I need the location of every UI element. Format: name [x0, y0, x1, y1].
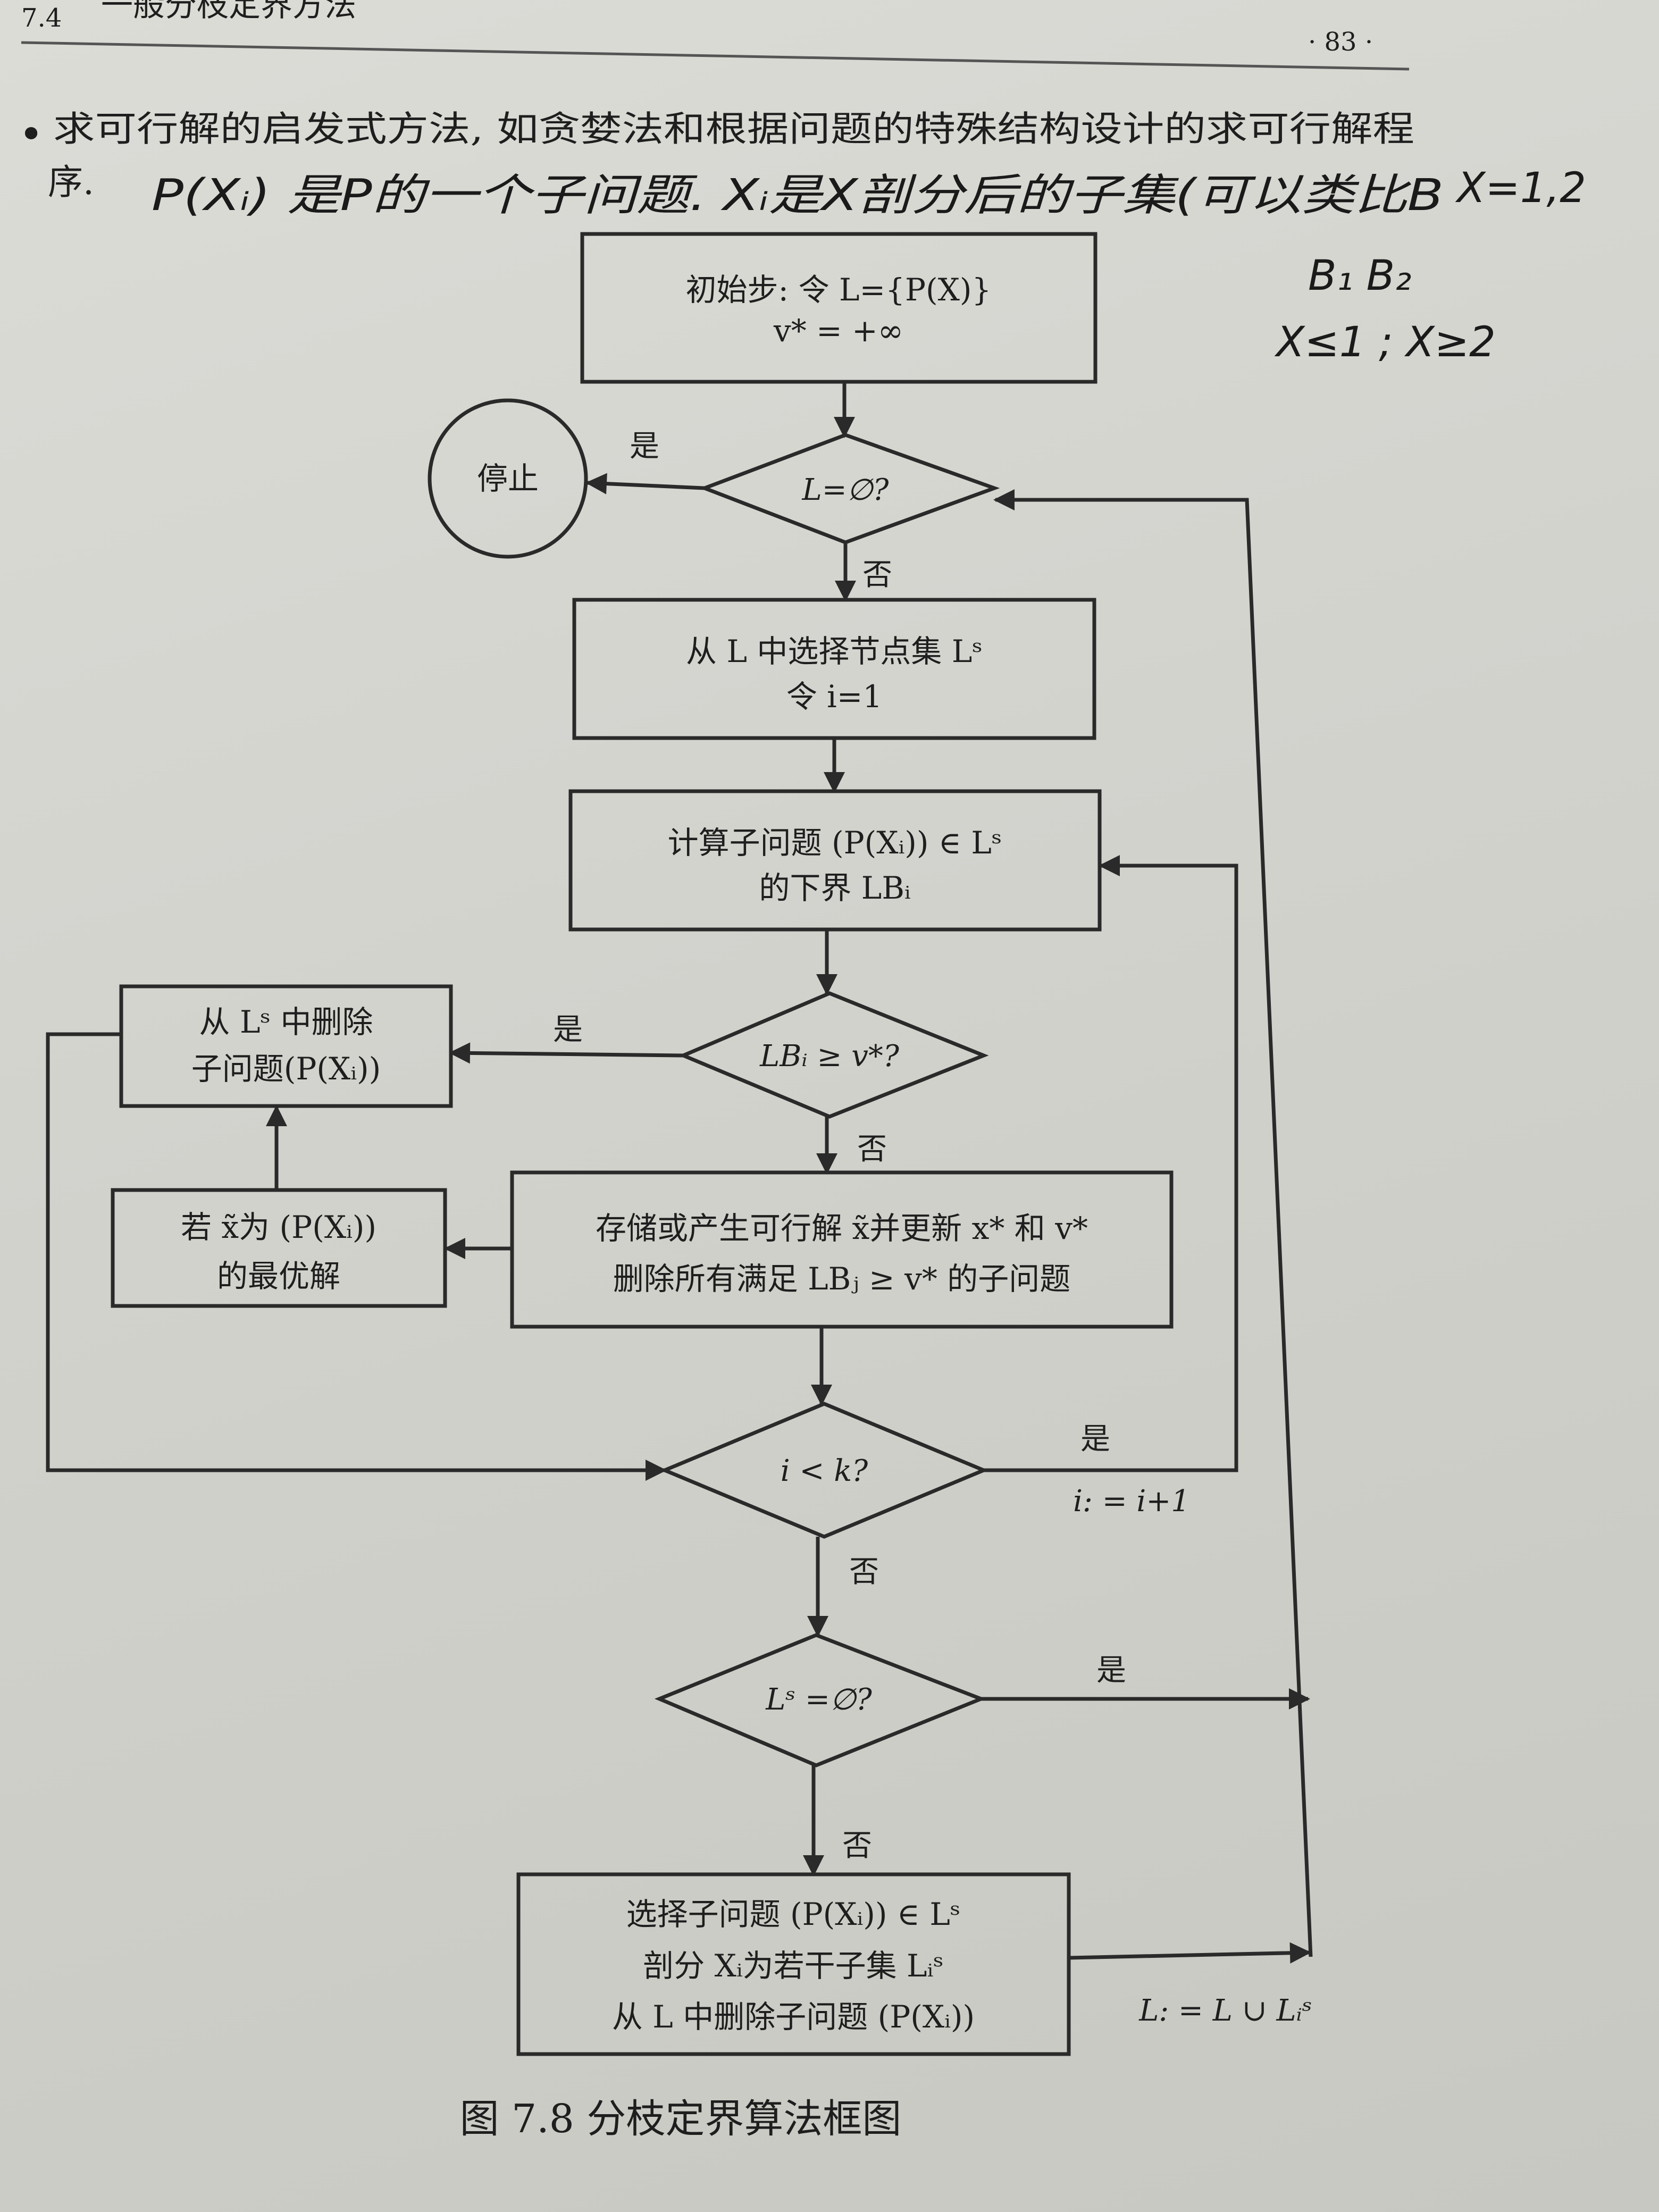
handwritten-note-1: P(Xᵢ) 是P的一个子问题. Xᵢ是X剖分后的子集(可以类比B: [152, 170, 1444, 221]
decision-ls-empty-label: Lˢ =∅?: [765, 1682, 873, 1717]
delete-line-2: 子问题(P(Xᵢ)): [191, 1051, 381, 1087]
page-number: · 83 ·: [1308, 27, 1373, 57]
decision-lb-ge-v: [678, 991, 989, 1119]
arrow-branch-to-loop: [1068, 1942, 1311, 1964]
section-title: 一般分枝定界方法: [101, 0, 356, 24]
arrow-dec3-yes-loop: [984, 855, 1238, 1472]
store-line-2: 删除所有满足 LBⱼ ≥ v* 的子问题: [613, 1261, 1071, 1297]
decision-l-empty-label: L=∅?: [802, 473, 890, 507]
delete-line-1: 从 Lˢ 中删除: [199, 1004, 373, 1040]
intro-line-1: 求可行解的启发式方法, 如贪婪法和根据问题的特殊结构设计的求可行解程: [53, 108, 1414, 149]
store-line-1: 存储或产生可行解 x̃并更新 x* 和 v*: [596, 1210, 1088, 1246]
dec2-no-label: 否: [857, 1132, 887, 1167]
init-line-1: 初始步: 令 L={P(X)}: [686, 272, 992, 308]
decision-ls-empty: [654, 1633, 986, 1767]
header-rule: [21, 41, 1410, 71]
arrow-dec2-yes-to-delete: [449, 1042, 684, 1064]
optimal-line-2: 的最优解: [217, 1258, 340, 1294]
section-number: 7.4: [21, 3, 62, 33]
store-feasible-box: [510, 1170, 1174, 1329]
init-line-2: v* = +∞: [773, 313, 903, 349]
select-line-2: 令 i=1: [786, 678, 883, 715]
arrow-outer-loop-to-dec1: [993, 489, 1313, 1957]
dec2-yes-label: 是: [553, 1012, 583, 1047]
branch-line-2: 剖分 Xᵢ为若干子集 Lᵢˢ: [643, 1948, 944, 1984]
arrow-delete-to-dec3: [46, 1032, 667, 1481]
arrow-dec1-yes-to-stop: [585, 473, 705, 495]
dec1-no-label: 否: [862, 558, 892, 592]
handwritten-note-4: X≤1 ; X≥2: [1274, 319, 1496, 366]
decision-i-lt-k: [659, 1402, 989, 1539]
dec3-yes-label: 是: [1080, 1422, 1110, 1456]
optimal-line-1: 若 x̃为 (P(Xᵢ)): [181, 1209, 376, 1245]
branch-line-1: 选择子问题 (P(Xᵢ)) ∈ Lˢ: [626, 1896, 961, 1932]
handwritten-note-3: B₁ B₂: [1308, 252, 1411, 300]
intro-line-2: 序.: [48, 162, 94, 203]
decision-lb-ge-v-label: LBᵢ ≥ v*?: [759, 1039, 900, 1074]
stop-label: 停止: [477, 460, 539, 497]
figure-caption: 图 7.8 分枝定界算法框图: [460, 2096, 902, 2142]
branch-subproblem-box: [516, 1872, 1071, 2056]
decision-i-lt-k-label: i < k?: [781, 1454, 868, 1488]
init-step-box: [580, 232, 1097, 384]
compute-line-2: 的下界 LBᵢ: [759, 870, 910, 906]
handwritten-note-2: X=1,2: [1455, 164, 1586, 212]
select-line-1: 从 L 中选择节点集 Lˢ: [686, 633, 983, 669]
dec3-no-label: 否: [849, 1555, 879, 1589]
compute-line-1: 计算子问题 (P(Xᵢ)) ∈ Lˢ: [668, 825, 1002, 861]
dec4-yes-label: 是: [1096, 1653, 1126, 1688]
dec1-yes-label: 是: [630, 429, 659, 464]
union-label: L: = L ∪ Lᵢˢ: [1138, 1993, 1312, 2028]
increment-label: i: = i+1: [1073, 1484, 1190, 1519]
branch-line-3: 从 L 中删除子问题 (P(Xᵢ)): [612, 1999, 975, 2035]
dec4-no-label: 否: [842, 1829, 872, 1863]
bullet: •: [19, 110, 44, 159]
